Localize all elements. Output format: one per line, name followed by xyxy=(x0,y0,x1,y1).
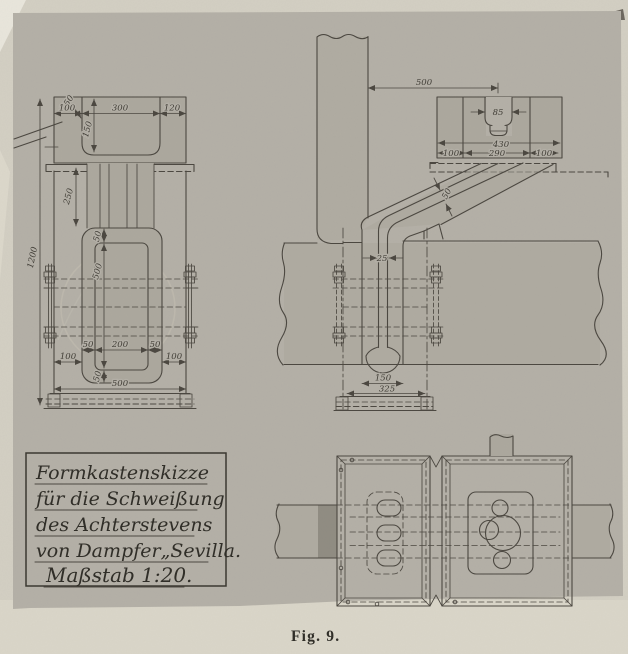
drawing-sheet: 1200 50 100 300 120 150 250 50 500 50 50… xyxy=(0,0,628,654)
paper-grain xyxy=(0,0,628,654)
